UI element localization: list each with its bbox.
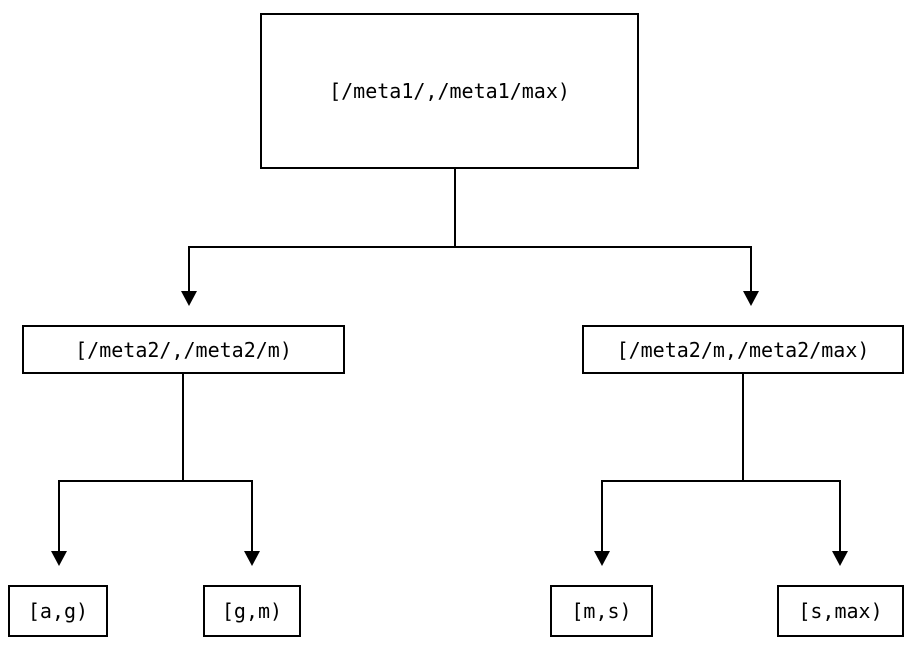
node-root-label: [/meta1/,/meta1/max) <box>329 79 570 103</box>
node-leaf-ms-label: [m,s) <box>571 599 632 623</box>
connector-left-drop <box>182 374 184 480</box>
connector-leaf-ag-stub <box>58 480 60 551</box>
connector-left-leaves-horizontal <box>58 480 253 482</box>
node-leaf-ag: [a,g) <box>8 585 108 637</box>
node-leaf-smax: [s,max) <box>777 585 904 637</box>
connector-leaf-smax-stub <box>839 480 841 551</box>
connector-level2-horizontal <box>188 246 752 248</box>
node-meta2-high-label: [/meta2/m,/meta2/max) <box>616 337 870 362</box>
arrow-down-icon <box>51 551 67 566</box>
arrow-down-icon <box>244 551 260 566</box>
connector-right-drop <box>742 374 744 480</box>
arrow-down-icon <box>181 291 197 306</box>
connector-leaf-gm-stub <box>251 480 253 551</box>
connector-right-stub <box>750 246 752 291</box>
node-leaf-gm-label: [g,m) <box>221 599 283 623</box>
connector-right-leaves-horizontal <box>601 480 841 482</box>
connector-root-drop <box>454 169 456 247</box>
arrow-down-icon <box>832 551 848 566</box>
node-leaf-ag-label: [a,g) <box>27 599 89 623</box>
connector-left-stub <box>188 246 190 291</box>
arrow-down-icon <box>594 551 610 566</box>
node-leaf-gm: [g,m) <box>203 585 301 637</box>
connector-leaf-ms-stub <box>601 480 603 551</box>
node-meta2-low-label: [/meta2/,/meta2/m) <box>75 337 292 362</box>
node-meta2-high-range: [/meta2/m,/meta2/max) <box>582 325 904 374</box>
node-leaf-ms: [m,s) <box>550 585 653 637</box>
node-leaf-smax-label: [s,max) <box>798 599 883 623</box>
arrow-down-icon <box>743 291 759 306</box>
node-meta2-low-range: [/meta2/,/meta2/m) <box>22 325 345 374</box>
node-root-meta1-range: [/meta1/,/meta1/max) <box>260 13 639 169</box>
